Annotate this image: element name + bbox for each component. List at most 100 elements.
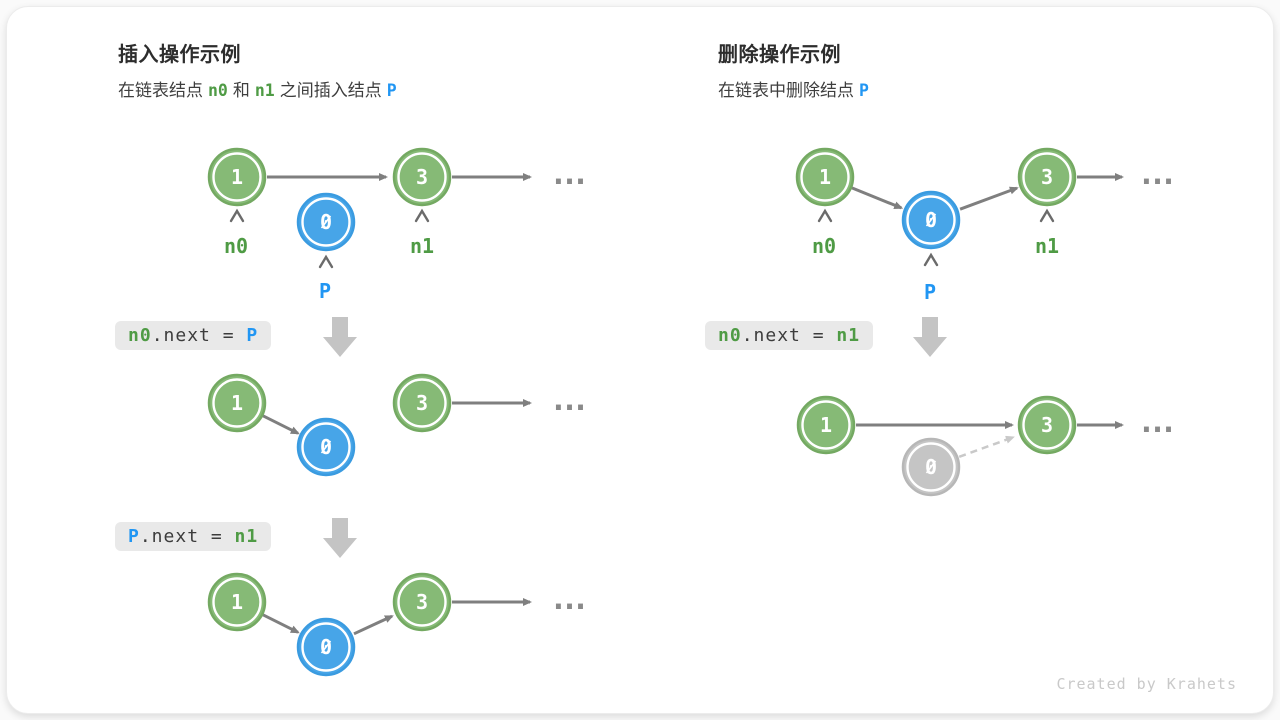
node-1: 1 [796,395,856,455]
node-1: 1 [207,572,267,632]
delete-subtitle-text-1: 在链表中删除结点 [718,81,854,100]
pointer-label-p: P [319,279,331,303]
node-inner-ring [212,378,262,428]
node-circle [392,147,452,207]
node-value: 1 [231,391,243,415]
node-circle [207,147,267,207]
node-inner-ring [1022,152,1072,202]
insert-subtitle-var-n0: n0 [208,81,228,100]
node-value: 1 [231,590,243,614]
node-value: 3 [416,590,428,614]
pointer-label-n1: n1 [1035,234,1059,258]
next-arrow [262,613,300,634]
node-circle [1017,395,1077,455]
pointer-label-p: P [924,280,936,304]
zero-slash [320,215,332,229]
node-inner-ring [397,378,447,428]
caret-up-icon [817,208,833,223]
insert-subtitle-text-2: 和 [232,81,250,100]
code-text: .next = [151,325,247,346]
node-value: 3 [416,391,428,415]
node-inner-ring [301,197,351,247]
zero-slash [320,440,332,454]
node-inner-ring [906,195,956,245]
pointer-label-n0: n0 [812,234,836,258]
node-inner-ring [906,442,956,492]
node-0-to-remove: 0 [901,190,961,250]
insert-subtitle-text-3: 之间插入结点 [279,81,382,100]
delete-subtitle-var-p: P [859,81,869,100]
down-arrow-icon [323,317,357,357]
caret-up-icon [923,252,939,267]
node-circle [207,373,267,433]
old-next-arrow-dashed [958,435,1015,458]
code-var: P [128,526,140,547]
node-0-removed: 0 [901,437,961,497]
code-var: P [246,325,259,346]
delete-panel-title: 删除操作示例 [718,44,841,66]
node-1: 1 [207,373,267,433]
delete-panel-subtitle: 在链表中删除结点 P [718,76,874,101]
node-inner-ring [801,400,851,450]
code-var: n0 [128,325,152,346]
node-circle [392,572,452,632]
caret-up-icon [1039,208,1055,223]
node-1: 1 [795,147,855,207]
code-text: .next = [139,526,235,547]
down-arrow-icon [913,317,947,357]
zero-slash [320,640,332,654]
caret-up-icon [229,208,245,223]
delete-diagram-initial: ... 1 0 3 n0 n1 P [795,147,1179,304]
insert-subtitle-var-p: P [386,81,397,100]
pointer-label-n0: n0 [224,234,248,258]
node-3: 3 [1017,395,1077,455]
delete-diagram-result: ... 1 0 3 [796,395,1179,497]
caret-up-icon [318,254,334,269]
ellipsis: ... [549,383,583,418]
insert-code-step2: P.next = n1 [115,522,272,551]
insert-diagram-step1: ... 1 0 3 [207,373,591,477]
node-3: 3 [1017,147,1077,207]
node-inner-ring [397,577,447,627]
node-3: 3 [392,373,452,433]
ellipsis: ... [1137,405,1171,440]
node-circle [392,373,452,433]
node-value: 3 [1041,165,1053,189]
zero-slash [925,460,937,474]
next-arrow [353,614,394,636]
node-inner-ring [301,622,351,672]
node-3: 3 [392,572,452,632]
next-arrow [851,186,904,210]
credit-text: Created by Krahets [1056,675,1237,693]
zero-slash [925,213,937,227]
node-inner-ring [800,152,850,202]
node-inner-ring [301,422,351,472]
node-0-inserted: 0 [296,617,356,677]
insert-subtitle-text-1: 在链表结点 [118,81,203,100]
insert-diagram-initial: ... 1 3 0 n0 n1 P [207,147,591,303]
insert-subtitle-var-n1: n1 [254,81,275,100]
delete-code-step1: n0.next = n1 [705,321,874,350]
node-inner-ring [1022,400,1072,450]
node-value: 3 [416,165,428,189]
node-circle [1017,147,1077,207]
node-circle [795,147,855,207]
node-1: 1 [207,147,267,207]
code-var: n1 [836,325,861,346]
node-inner-ring [212,152,262,202]
ellipsis: ... [549,157,583,192]
node-0-inserted: 0 [296,417,356,477]
code-text: .next = [741,325,837,346]
node-3: 3 [392,147,452,207]
pointer-label-n1: n1 [410,234,434,258]
next-arrow [959,186,1019,211]
ellipsis: ... [1137,157,1171,192]
next-arrow [262,414,300,435]
caret-up-icon [414,208,430,223]
insert-code-step1: n0.next = P [115,321,272,350]
node-circle [207,572,267,632]
node-value: 1 [820,413,832,437]
